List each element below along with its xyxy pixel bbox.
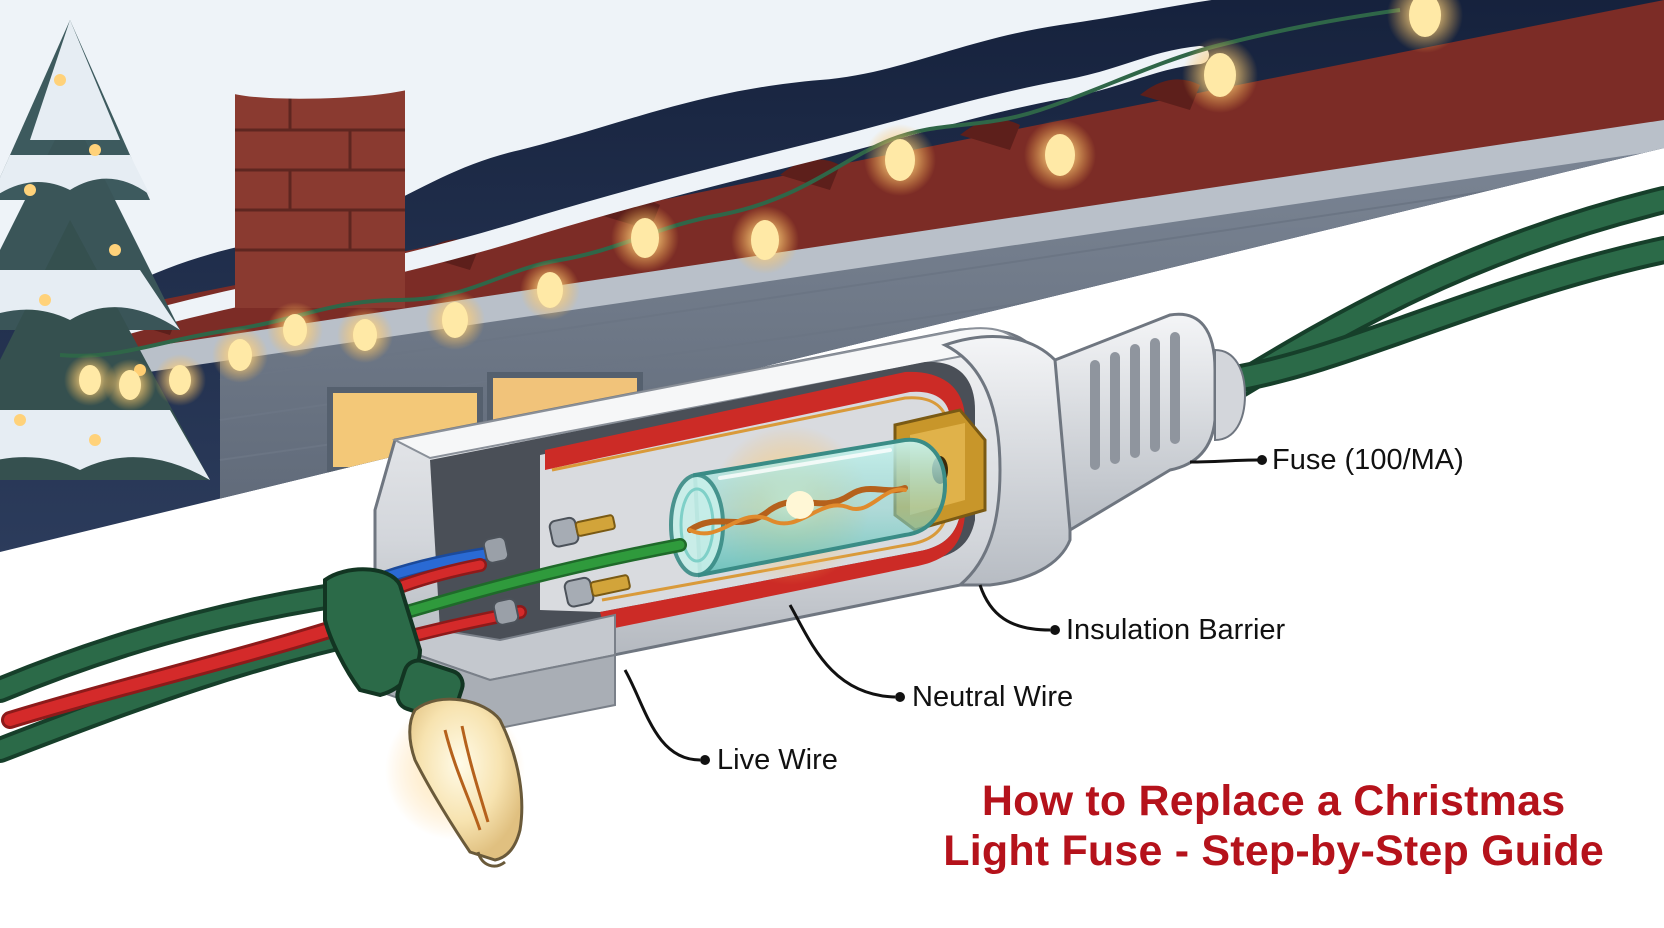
callout-leaders bbox=[623, 458, 1259, 762]
fuse-tube-icon bbox=[669, 425, 948, 585]
callout-dots bbox=[700, 455, 1267, 765]
light-bulb-icon bbox=[385, 697, 525, 868]
callout-fuse-label: Fuse (100/MA) bbox=[1272, 444, 1464, 476]
callout-neutral-wire-label: Neutral Wire bbox=[912, 681, 1074, 713]
guide-title-line-1: How to Replace a Christmas bbox=[981, 777, 1566, 825]
callout-insulation-label: Insulation Barrier bbox=[1066, 614, 1286, 646]
housing-end-cap bbox=[941, 312, 1247, 587]
roof-light-bulbs bbox=[64, 0, 1463, 411]
chimney-icon bbox=[225, 34, 430, 308]
guide-title-line-2: Light Fuse - Step-by-Step Guide bbox=[943, 827, 1604, 875]
roof-shingles bbox=[60, 0, 1664, 360]
callout-live-wire-label: Live Wire bbox=[717, 744, 838, 776]
bulb-socket bbox=[323, 567, 465, 722]
wire-terminals bbox=[482, 514, 631, 626]
guide-title: How to Replace a Christmas Light Fuse - … bbox=[943, 776, 1604, 876]
christmas-tree-icon bbox=[0, 20, 210, 480]
strain-relief-grips bbox=[1090, 332, 1180, 470]
